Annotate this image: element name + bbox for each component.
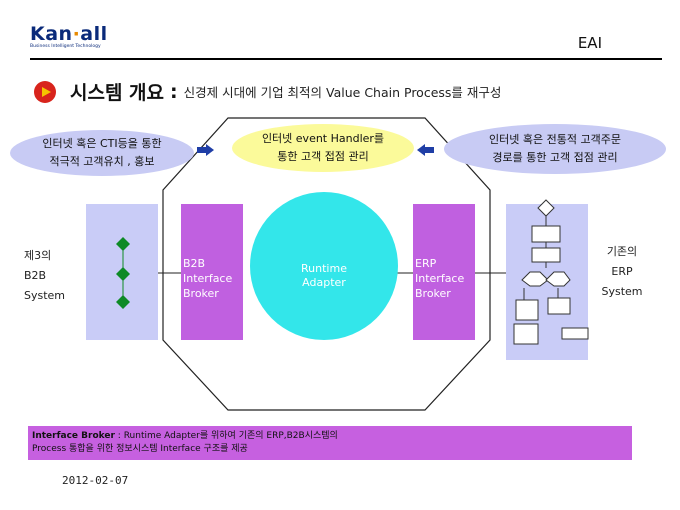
b2b-interface-broker — [181, 204, 243, 340]
logo-wordmark: Kan·all — [30, 23, 108, 45]
erp-flowchart-icon — [513, 199, 571, 345]
slide-title: 시스템 개요 : 신경제 시대에 기업 최적의 Value Chain Proc… — [34, 78, 501, 105]
erp-system-label: 기존의 ERP System — [601, 245, 643, 298]
erp-broker-label: ERP Interface Broker — [415, 257, 465, 300]
interface-broker-note: Interface Broker : Runtime Adapter를 위하여 … — [32, 430, 628, 456]
play-bullet-icon — [34, 80, 56, 103]
company-logo: Kan·all Business Intelligent Technology — [30, 24, 108, 50]
bubble-event-handler: 인터넷 event Handler를 통한 고객 접점 관리 — [232, 124, 414, 172]
bubble-text-line: 적극적 고객유치 , 홍보 — [49, 155, 155, 168]
title-separator: : — [170, 80, 178, 103]
title-main: 시스템 개요 — [70, 82, 165, 104]
footer-date: 2012-02-07 — [62, 474, 129, 487]
b2b-process-icon — [116, 237, 130, 309]
section-tag: EAI — [577, 34, 602, 52]
note-line1: : Runtime Adapter를 위하여 기존의 ERP,B2B시스템의 — [114, 431, 338, 441]
bubble-text-line: 인터넷 event Handler를 — [261, 132, 385, 145]
bubble-text-line: 인터넷 혹은 CTI등을 통한 — [42, 137, 162, 150]
bubble-text-line: 인터넷 혹은 전통적 고객주문 — [489, 133, 621, 146]
erp-interface-broker — [413, 204, 475, 340]
logo-tagline: Business Intelligent Technology — [30, 44, 101, 49]
runtime-adapter-circle — [250, 192, 398, 340]
note-line2: Process 통합을 위한 정보시스템 Interface 구조를 제공 — [32, 444, 248, 454]
bubble-customer-acquisition: 인터넷 혹은 CTI등을 통한 적극적 고객유치 , 홍보 — [10, 130, 194, 176]
erp-document-icon — [561, 327, 589, 340]
left-input-arrow-icon — [197, 144, 214, 156]
bubble-text-line: 경로를 통한 고객 접점 관리 — [492, 151, 618, 164]
b2b-broker-label: B2B Interface Broker — [183, 257, 233, 300]
right-input-arrow-icon — [417, 144, 434, 156]
note-title: Interface Broker — [32, 431, 115, 441]
title-subtitle: 신경제 시대에 기업 최적의 Value Chain Process를 재구성 — [183, 85, 502, 100]
b2b-system-label: 제3의 B2B System — [24, 249, 66, 302]
header-divider — [30, 58, 662, 60]
runtime-adapter-label: Runtime Adapter — [301, 262, 347, 289]
interface-broker-note-bar — [28, 426, 632, 460]
bubble-order-channel: 인터넷 혹은 전통적 고객주문 경로를 통한 고객 접점 관리 — [444, 124, 666, 174]
bubble-text-line: 통한 고객 접점 관리 — [277, 150, 369, 163]
